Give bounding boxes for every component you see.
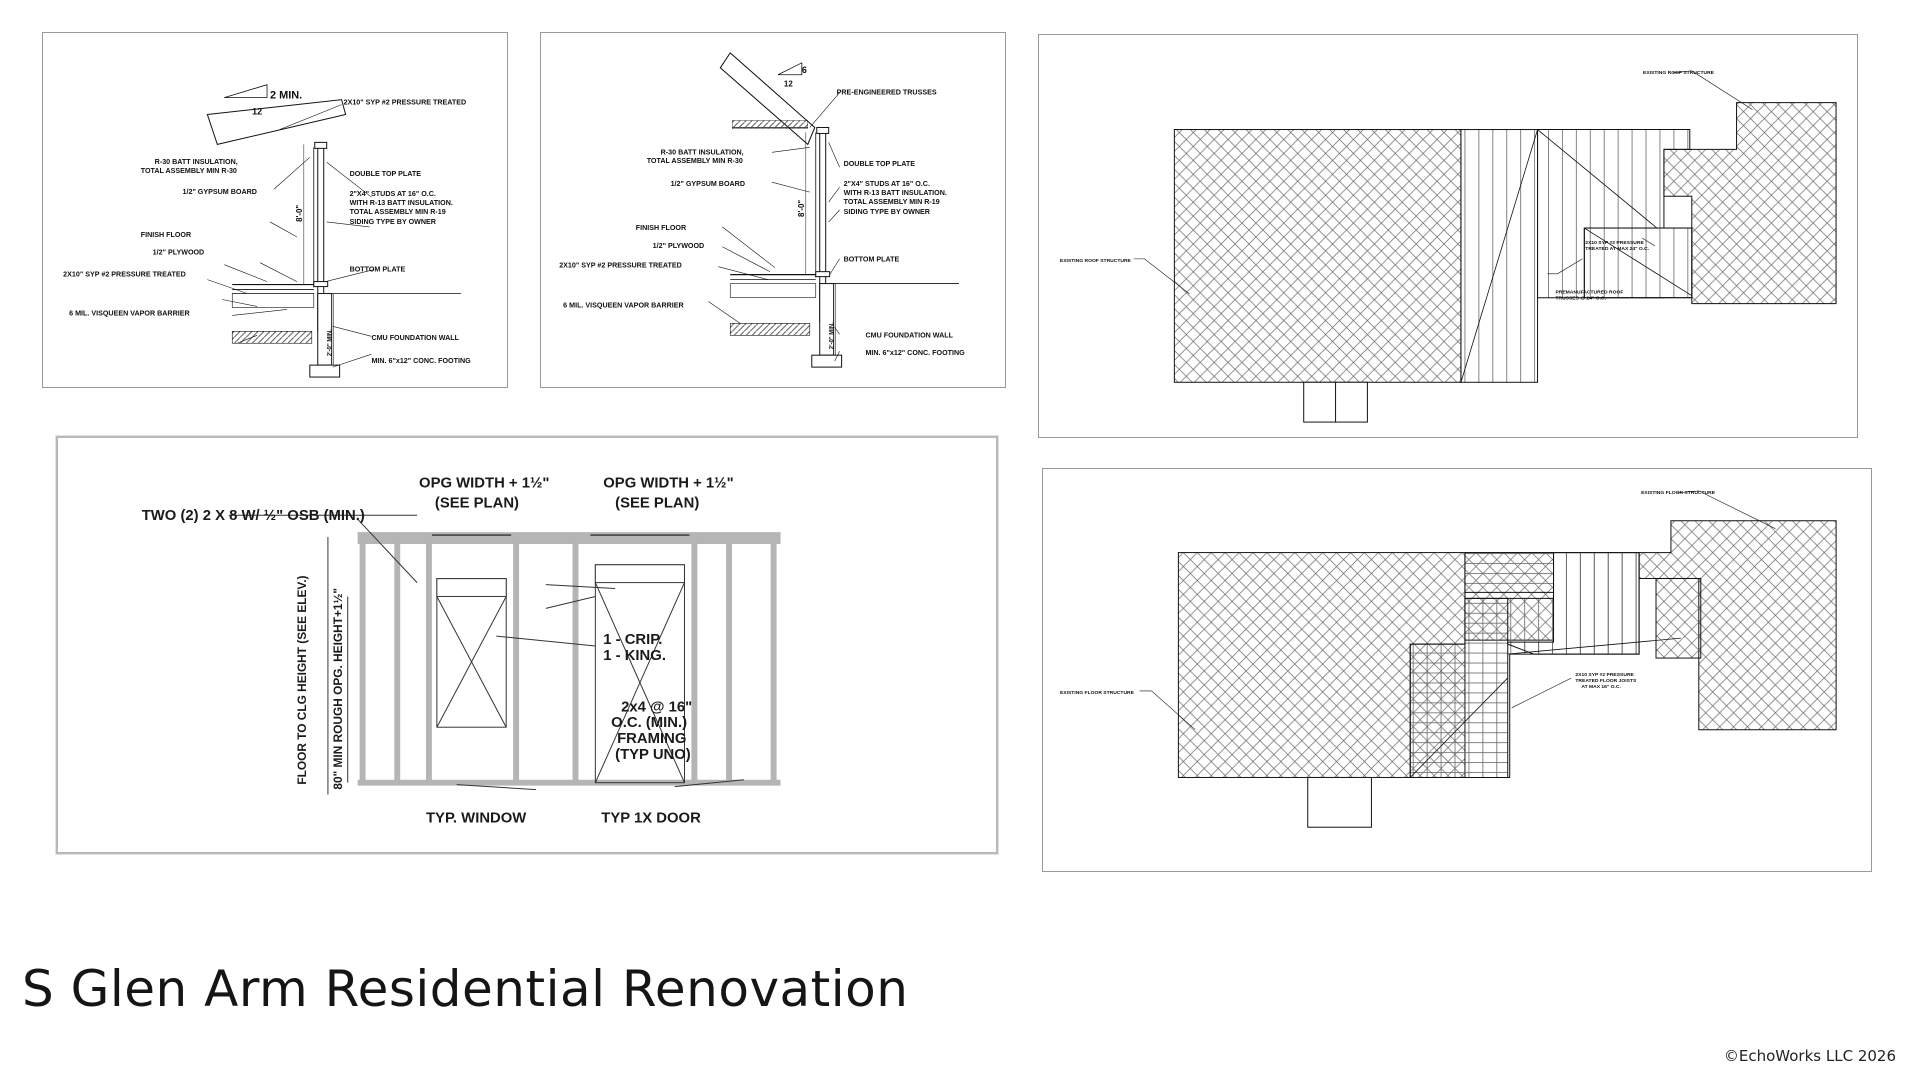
roof-plan-panel: EXISTING ROOF STRUCTURE EXISTING ROOF ST…: [1038, 34, 1858, 438]
cripple-label: 1 - CRIP.: [603, 632, 662, 648]
plywood-label: 1/2" PLYWOOD: [653, 242, 705, 250]
vapor-barrier-label: 6 MIL. VISQUEEN VAPOR BARRIER: [69, 309, 190, 317]
studs-label: 2"X4" STUDS AT 16" O.C.: [350, 190, 436, 198]
opg-width-door: OPG WIDTH + 1½": [603, 476, 733, 492]
gypsum-label: 1/2" GYPSUM BOARD: [671, 180, 745, 188]
wall-section-a-drawing: 2 MIN. 12 2X10" SYP #2 PRESSURE TREATED …: [63, 84, 471, 378]
slope-label: 6: [802, 65, 807, 75]
top-plate-label: DOUBLE TOP PLATE: [844, 160, 916, 168]
bottom-plate-label: BOTTOM PLATE: [844, 256, 900, 264]
existing-floor-label-left: EXISTING FLOOR STRUCTURE: [1060, 690, 1135, 696]
insulation-label-2: TOTAL ASSEMBLY MIN R-30: [141, 167, 237, 175]
wall-height-dim: 8'-0": [295, 205, 304, 222]
footing-label: MIN. 6"x12" CONC. FOOTING: [865, 349, 965, 357]
truss-note-2: TRUSSES @ 24" O.C.: [1555, 296, 1606, 302]
floor-to-ceiling-dim: FLOOR TO CLG HEIGHT (SEE ELEV.): [295, 575, 309, 784]
see-plan-door: (SEE PLAN): [615, 495, 699, 511]
king-label: 1 - KING.: [603, 648, 666, 664]
existing-roof-label-left: EXISTING ROOF STRUCTURE: [1060, 258, 1132, 264]
truss-label: PRE-ENGINEERED TRUSSES: [837, 89, 937, 97]
slope-run: 12: [252, 107, 262, 117]
existing-floor-label-top: EXISTING FLOOR STRUCTURE: [1641, 490, 1716, 496]
roof-framing-note: 2X10 SYP #2 PRESSURE: [1585, 240, 1644, 246]
vapor-barrier-label: 6 MIL. VISQUEEN VAPOR BARRIER: [563, 301, 684, 309]
gypsum-label: 1/2" GYPSUM BOARD: [183, 188, 257, 196]
studs-label-3: TOTAL ASSEMBLY MIN R-19: [350, 208, 446, 216]
slope-label: 2 MIN.: [270, 90, 302, 102]
opg-width-window: OPG WIDTH + 1½": [419, 476, 549, 492]
floor-plan-drawing: EXISTING FLOOR STRUCTURE EXISTING FLOOR …: [1060, 490, 1837, 828]
joist-label: 2X10" SYP #2 PRESSURE TREATED: [63, 271, 186, 279]
framing-elevation-panel: TWO (2) 2 X 8 W/ ½" OSB (MIN.) OPG WIDTH…: [56, 436, 998, 854]
floor-plan-panel: EXISTING FLOOR STRUCTURE EXISTING FLOOR …: [1042, 468, 1872, 872]
wall-section-b-drawing: 6 12 PRE-ENGINEERED TRUSSES R-30 BATT IN…: [559, 52, 965, 368]
floor-joist-note-3: AT MAX 16" O.C.: [1581, 684, 1621, 690]
existing-roof-label-top: EXISTING ROOF STRUCTURE: [1643, 70, 1715, 76]
see-plan-window: (SEE PLAN): [435, 495, 519, 511]
insulation-label: R-30 BATT INSULATION,: [155, 158, 238, 166]
wall-section-b-panel: 6 12 PRE-ENGINEERED TRUSSES R-30 BATT IN…: [540, 32, 1006, 388]
insulation-label: R-30 BATT INSULATION,: [661, 148, 744, 156]
bottom-plate-label: BOTTOM PLATE: [350, 266, 406, 274]
cmu-label: CMU FOUNDATION WALL: [371, 334, 459, 342]
slope-run: 12: [784, 80, 793, 89]
wall-height-dim: 8'-0": [797, 200, 806, 217]
insulation-label-2: TOTAL ASSEMBLY MIN R-30: [647, 157, 743, 165]
plywood-label: 1/2" PLYWOOD: [153, 249, 205, 257]
roof-plan-drawing: EXISTING ROOF STRUCTURE EXISTING ROOF ST…: [1060, 70, 1837, 423]
siding-label: SIDING TYPE BY OWNER: [350, 218, 437, 226]
foundation-height-dim: 2'-0" MIN.: [328, 329, 334, 356]
rafter-label: 2X10" SYP #2 PRESSURE TREATED: [344, 99, 467, 107]
typical-window-label: TYP. WINDOW: [426, 810, 526, 826]
footing-label: MIN. 6"x12" CONC. FOOTING: [371, 357, 471, 365]
header-callout: TWO (2) 2 X 8 W/ ½" OSB (MIN.): [142, 508, 365, 524]
floor-joist-note: 2X10 SYP #2 PRESSURE: [1575, 672, 1634, 678]
typical-door-label: TYP 1X DOOR: [601, 810, 701, 826]
wall-section-a-panel: 2 MIN. 12 2X10" SYP #2 PRESSURE TREATED …: [42, 32, 508, 388]
studs-label-2: WITH R-13 BATT INSULATION.: [350, 199, 453, 207]
spacing-label: 2x4 @ 16": [621, 699, 692, 715]
joist-label: 2X10" SYP #2 PRESSURE TREATED: [559, 262, 682, 270]
spacing-label-2: O.C. (MIN.): [611, 715, 687, 731]
studs-label: 2"X4" STUDS AT 16" O.C.: [844, 180, 930, 188]
studs-label-2: WITH R-13 BATT INSULATION.: [844, 189, 947, 197]
finish-floor-label: FINISH FLOOR: [636, 224, 687, 232]
roof-framing-note-2: TREATED AT MAX 24" O.C.: [1585, 246, 1649, 252]
studs-label-3: TOTAL ASSEMBLY MIN R-19: [844, 198, 940, 206]
siding-label: SIDING TYPE BY OWNER: [844, 208, 931, 216]
cmu-label: CMU FOUNDATION WALL: [865, 331, 953, 339]
spacing-label-3: FRAMING: [617, 731, 686, 747]
floor-joist-note-2: TREATED FLOOR JOISTS: [1575, 678, 1637, 684]
spacing-label-4: (TYP UNO): [615, 747, 691, 763]
truss-note: PREMANUFACTURED ROOF: [1555, 290, 1623, 296]
copyright-notice: ©EchoWorks LLC 2026: [1723, 1047, 1896, 1065]
framing-elevation-drawing: TWO (2) 2 X 8 W/ ½" OSB (MIN.) OPG WIDTH…: [142, 476, 781, 826]
top-plate-label: DOUBLE TOP PLATE: [350, 170, 422, 178]
finish-floor-label: FINISH FLOOR: [141, 231, 192, 239]
rough-opening-dim: 80" MIN ROUGH OPG. HEIGHT+1½": [331, 588, 345, 790]
foundation-height-dim: 2'-0" MIN.: [830, 322, 836, 349]
page-title: S Glen Arm Residential Renovation: [22, 960, 909, 1018]
